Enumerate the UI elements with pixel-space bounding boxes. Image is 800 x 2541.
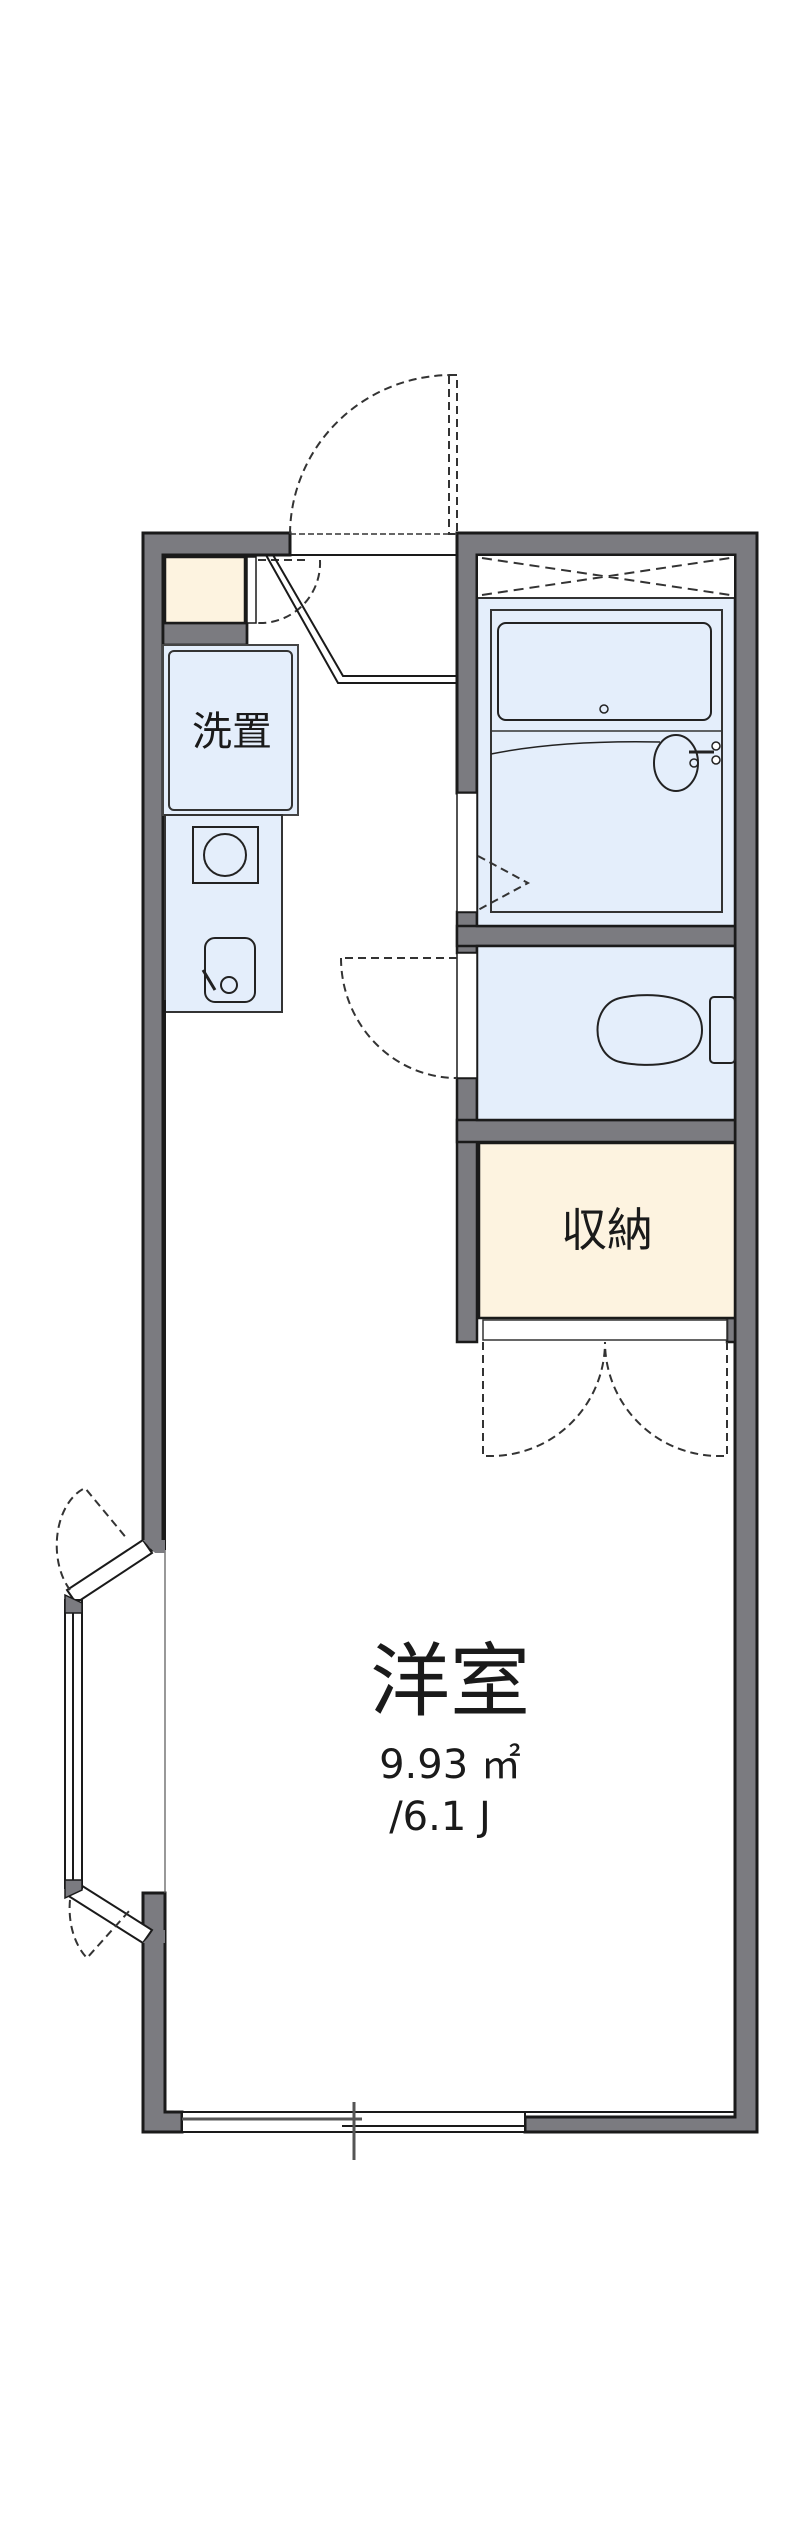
washer-label: 洗置: [192, 709, 272, 755]
storage-door-right: [604, 1341, 728, 1458]
storage-door-left: [482, 1341, 606, 1458]
ceiling-storage-x: [481, 557, 731, 596]
room-name: 洋室: [370, 1635, 530, 1728]
storage-room: [477, 1141, 737, 1320]
storage-label: 収納: [561, 1203, 653, 1257]
bathtub: [497, 622, 712, 721]
room-area-jo: /6.1 J: [389, 1794, 491, 1840]
entrance-door-swing: [289, 374, 453, 535]
toilet-tank: [709, 996, 736, 1064]
kitchen-counter: [164, 814, 283, 1013]
bath-unit: [490, 609, 723, 913]
genkan-step: [265, 554, 457, 684]
kitchen-stove: [192, 826, 259, 884]
entrance-door-leaf: [448, 374, 458, 535]
toilet-bowl: [596, 994, 704, 1066]
bath-door-swing: [477, 855, 531, 911]
room-area-sqm: 9.93 ㎡: [379, 1742, 521, 1788]
bay-window-swing-top: [55, 1486, 129, 1591]
washer-space: [168, 650, 293, 811]
balcony-window: [181, 2102, 526, 2160]
shoe-closet: [163, 555, 247, 625]
toilet-door-swing: [340, 957, 458, 1079]
kitchen-sink: [204, 937, 256, 1003]
